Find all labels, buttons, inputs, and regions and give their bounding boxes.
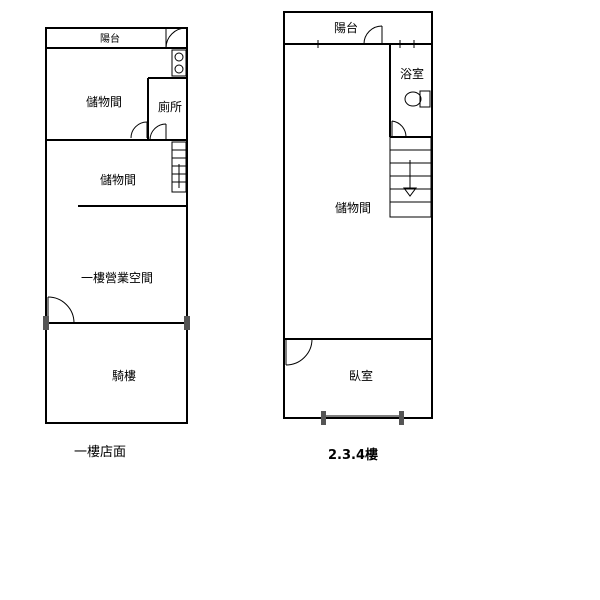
- upper-balcony-door-swing: [363, 25, 383, 45]
- upper-floor-outer-wall: [283, 11, 433, 419]
- upper-balcony-label: 陽台: [334, 20, 358, 35]
- window-post-left: [321, 411, 326, 425]
- upper-floors-caption: 2.3.4樓: [328, 447, 378, 463]
- stairs-arrowhead-icon: [403, 187, 417, 197]
- pillar-left: [43, 316, 49, 330]
- sink-fixture: [171, 49, 187, 77]
- sink-basin-icon: [174, 64, 184, 74]
- toilet-tank-icon: [419, 90, 431, 108]
- ground-floor-caption: 一樓店面: [74, 445, 126, 460]
- ground-floor-outer-wall: [45, 27, 188, 424]
- bedroom-label: 臥室: [349, 368, 373, 383]
- mid-storage-label: 儲物間: [100, 173, 136, 187]
- window-post-right: [399, 411, 404, 425]
- ground-stairs: [171, 141, 187, 193]
- ground-balcony-label: 陽台: [100, 32, 120, 45]
- business-space-label: 一樓營業空間: [81, 270, 153, 285]
- ground-floor-plan: 陽台 儲物間 廁所 儲物間 一樓營業空間 騎樓 一樓店面: [43, 27, 190, 460]
- upper-stairs: [389, 136, 432, 218]
- rear-storage-label: 儲物間: [86, 95, 122, 109]
- balcony-door-swing: [165, 27, 187, 49]
- pillar-right: [184, 316, 190, 330]
- toilet-bowl-icon: [404, 91, 422, 107]
- upper-floors-plan: 陽台 浴室 儲物間 臥室 2.3.4樓: [283, 11, 433, 463]
- storefront-door-swing: [47, 296, 75, 324]
- upper-storage-label: 儲物間: [335, 201, 371, 215]
- storage-door-swing: [130, 121, 148, 139]
- toilet-label: 廁所: [158, 99, 182, 114]
- arcade-label: 騎樓: [112, 368, 136, 383]
- bathroom-label: 浴室: [400, 66, 424, 81]
- bathroom-door-swing: [391, 120, 407, 138]
- bedroom-door-swing: [285, 338, 313, 366]
- toilet-door-swing: [149, 123, 167, 141]
- sink-basin-icon: [174, 52, 184, 62]
